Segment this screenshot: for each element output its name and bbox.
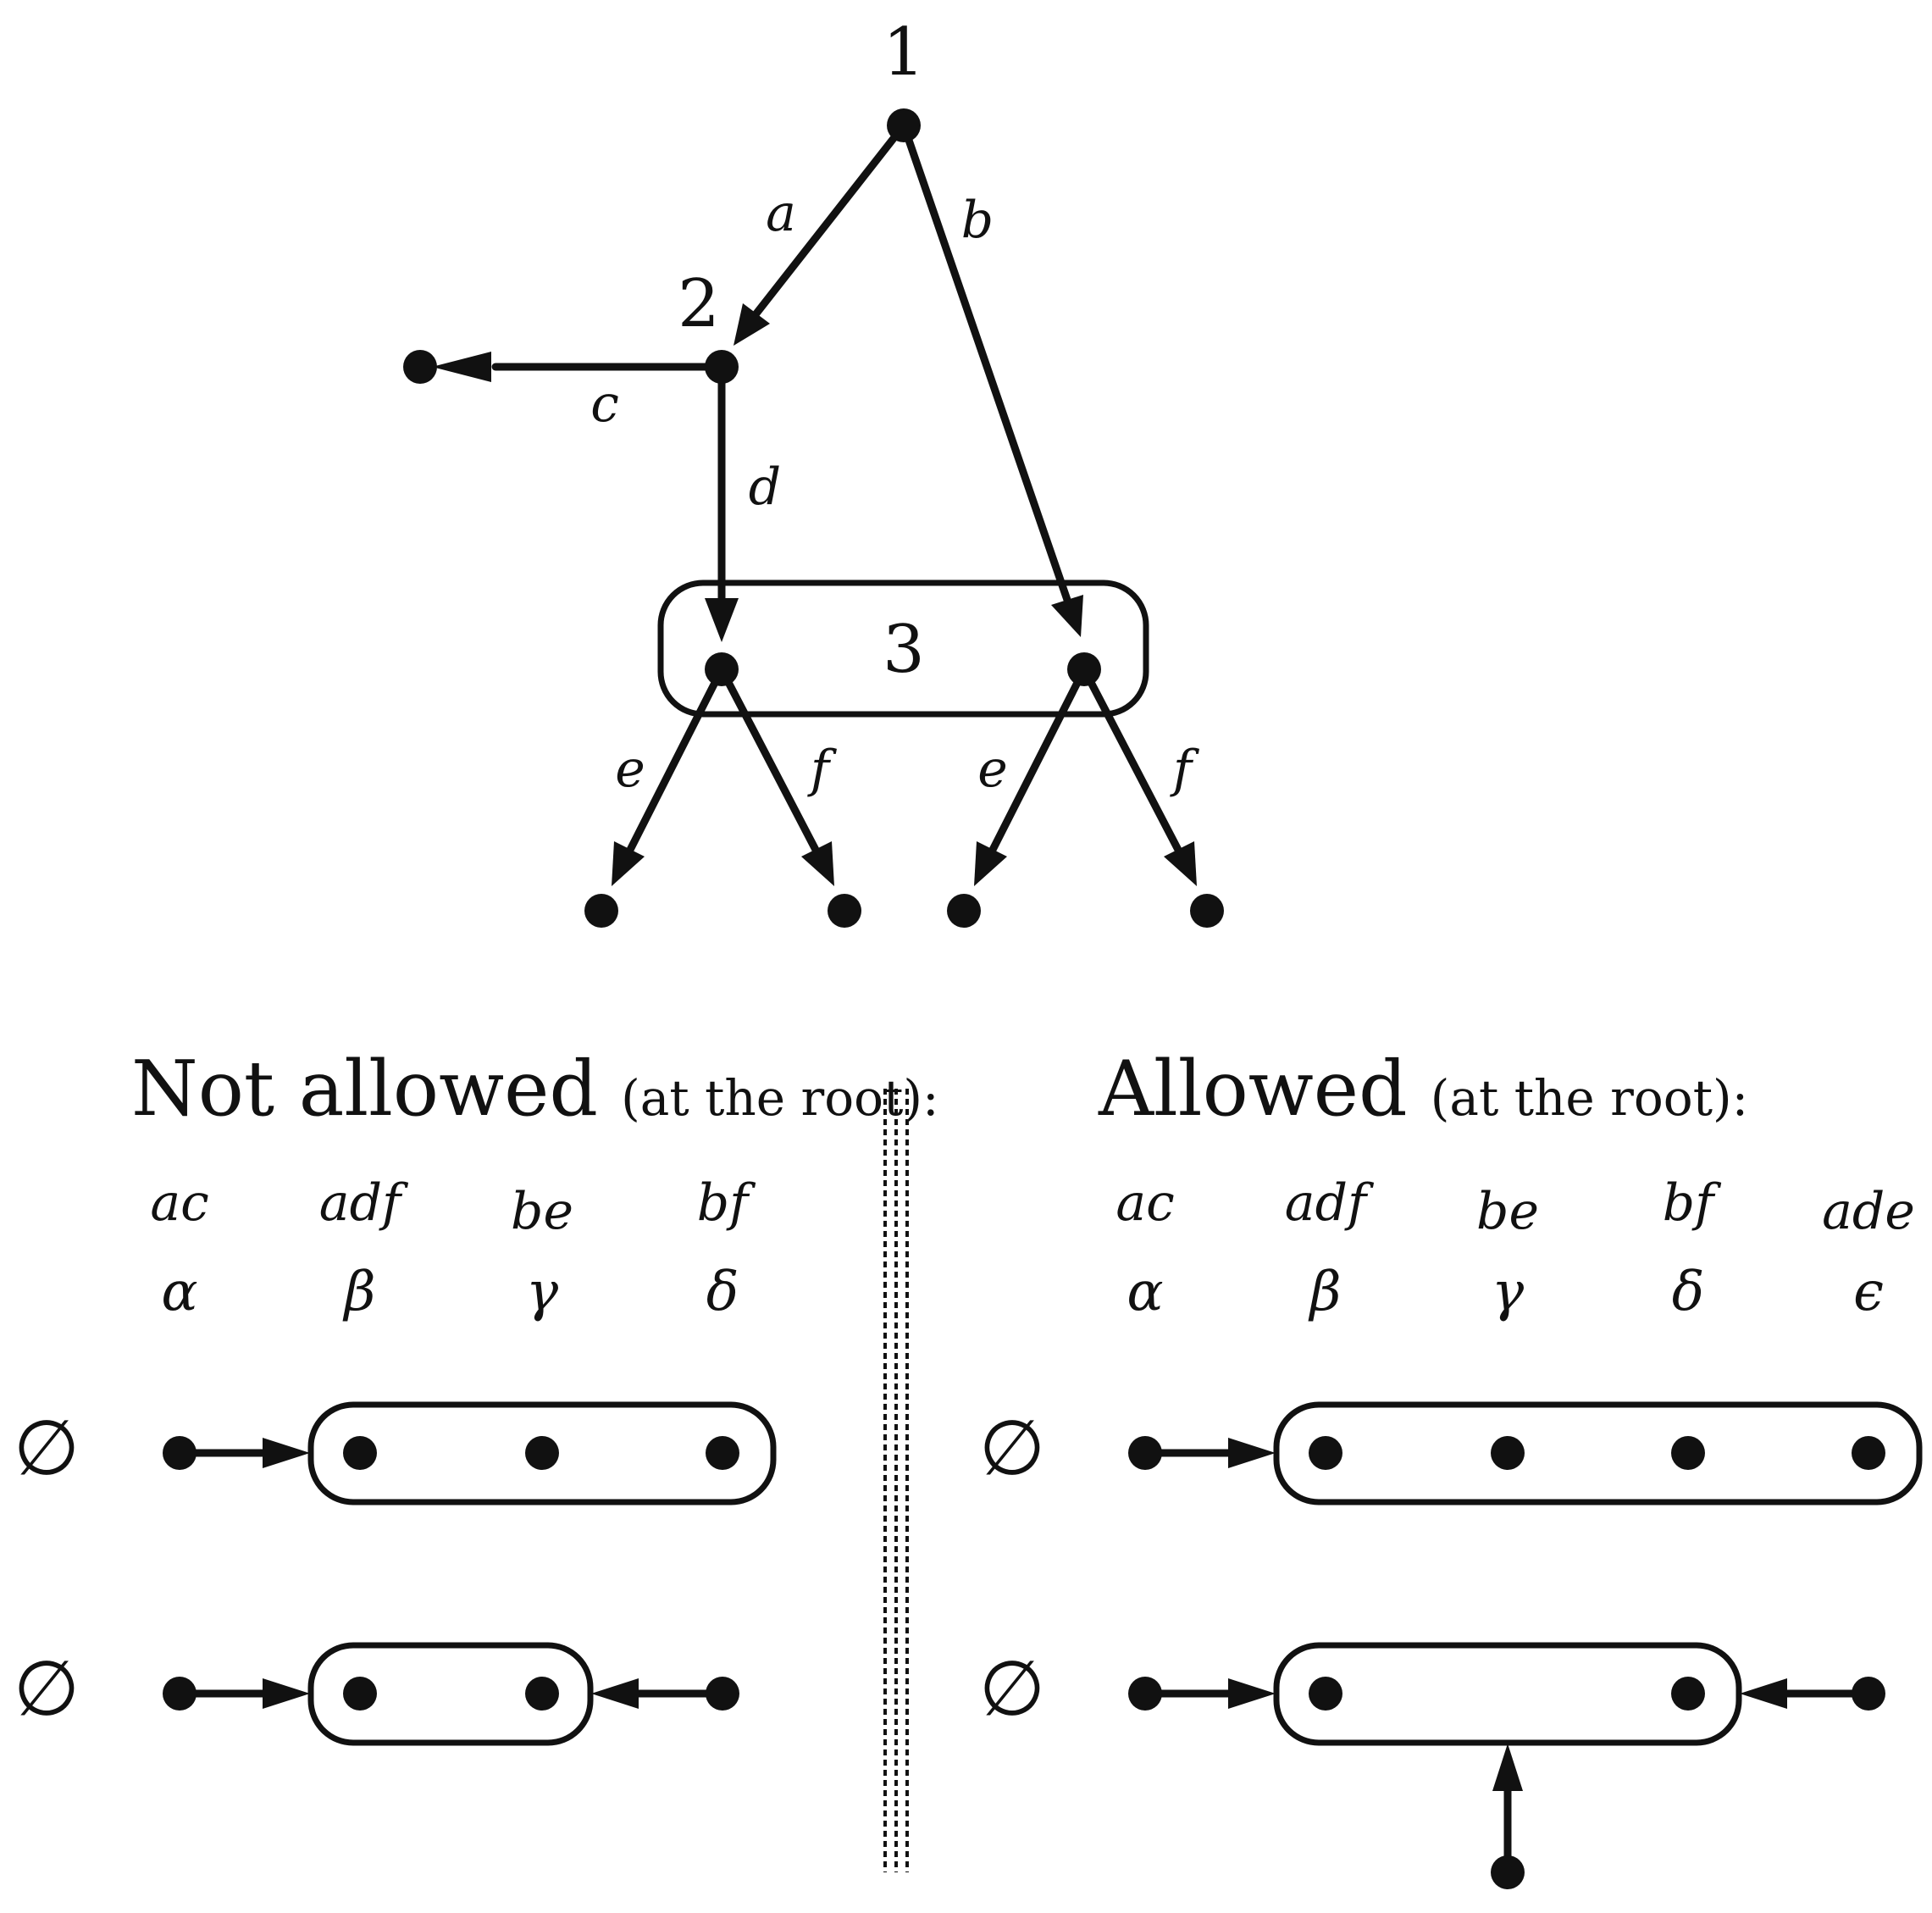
node-terminal-2 [828, 894, 861, 928]
node-dot [1309, 1436, 1342, 1470]
node-dot [1128, 1677, 1162, 1711]
edge-f-left-arrowhead [801, 841, 834, 886]
heading-not-allowed-main: Not allowed [131, 1045, 598, 1134]
panel-divider [883, 1089, 909, 1872]
edge-label-f-left: f [807, 740, 838, 799]
edge-label-a: a [766, 184, 796, 243]
node-3-right [1067, 652, 1101, 686]
greek-label: δ [706, 1261, 739, 1323]
edge-e-right [988, 665, 1088, 856]
greek-label: α [1127, 1261, 1163, 1323]
heading-allowed: Allowed (at the root): [1098, 1045, 1748, 1134]
greek-label: β [1309, 1261, 1342, 1323]
node-dot [1309, 1677, 1342, 1711]
edge-label-e-right: e [977, 740, 1008, 799]
heading-allowed-main: Allowed [1098, 1045, 1408, 1134]
node-terminal-1 [584, 894, 618, 928]
edge-b-arrowhead [1051, 595, 1083, 637]
edge-label-d: d [749, 457, 781, 517]
arrowhead [1740, 1678, 1787, 1709]
heading-not-allowed-sub: (at the root): [621, 1069, 938, 1127]
seq-label: ac [1115, 1173, 1174, 1233]
node-dot [525, 1436, 559, 1470]
node-3-left [705, 652, 739, 686]
greek-label: δ [1672, 1261, 1705, 1323]
node-terminal-c [403, 350, 437, 384]
edge-e-left-arrowhead [612, 841, 645, 886]
edge-label-f-right: f [1170, 740, 1200, 799]
greek-label: ϵ [1853, 1261, 1884, 1323]
seq-label: adf [319, 1173, 409, 1233]
seq-label: ade [1822, 1182, 1915, 1241]
panel-allowed: Allowed (at the root): ac adf be bf ade … [979, 1045, 1923, 1889]
node-label-3: 3 [883, 612, 925, 688]
node-dot [1671, 1677, 1705, 1711]
node-terminal-4 [1190, 894, 1224, 928]
node-dot [706, 1677, 739, 1711]
edge-label-c: c [590, 374, 619, 434]
panel-not-allowed: Not allowed (at the root): ac adf be bf … [14, 1045, 939, 1746]
node-dot [1671, 1436, 1705, 1470]
node-dot [163, 1436, 197, 1470]
edge-e-right-arrowhead [974, 841, 1007, 886]
seq-label: ac [150, 1173, 208, 1233]
node-dot [1491, 1436, 1525, 1470]
greek-label: β [343, 1261, 376, 1323]
edge-label-b: b [961, 191, 994, 250]
seq-label: bf [1663, 1173, 1722, 1233]
seq-label: adf [1285, 1173, 1375, 1233]
node-label-1: 1 [883, 14, 925, 91]
node-label-2: 2 [678, 266, 720, 342]
empty-set-symbol: ∅ [14, 1644, 80, 1733]
edge-a [752, 121, 908, 318]
node-dot [1852, 1677, 1885, 1711]
bracket-box [307, 1642, 594, 1746]
node-dot [1852, 1436, 1885, 1470]
edge-c-arrowhead [432, 352, 491, 382]
arrowhead [263, 1678, 310, 1709]
edge-d-arrowhead [705, 598, 739, 642]
bracket-box [307, 1401, 777, 1505]
edge-label-e-left: e [615, 740, 645, 799]
seq-label: bf [697, 1173, 756, 1233]
arrowhead [1228, 1438, 1276, 1468]
empty-set-symbol: ∅ [979, 1644, 1045, 1733]
node-root [887, 108, 921, 142]
edge-b [900, 121, 1071, 604]
node-dot [343, 1436, 377, 1470]
empty-set-symbol: ∅ [14, 1404, 80, 1493]
seq-label: be [511, 1182, 573, 1241]
node-dot [163, 1677, 197, 1711]
empty-set-symbol: ∅ [979, 1404, 1045, 1493]
game-tree: 1 2 3 a b c d e f e f [403, 14, 1224, 928]
seq-label: be [1476, 1182, 1539, 1241]
edge-f-right [1080, 665, 1183, 856]
heading-allowed-sub: (at the root): [1431, 1069, 1748, 1127]
bracket-box [1273, 1642, 1742, 1746]
node-dot [1128, 1436, 1162, 1470]
heading-not-allowed: Not allowed (at the root): [131, 1045, 939, 1134]
node-dot [525, 1677, 559, 1711]
information-set-3 [657, 579, 1149, 718]
node-dot [1491, 1855, 1525, 1889]
arrowhead [263, 1438, 310, 1468]
arrowhead [591, 1678, 639, 1709]
arrowhead [1492, 1744, 1523, 1791]
node-dot [706, 1436, 739, 1470]
node-dot [343, 1677, 377, 1711]
greek-label: γ [1492, 1261, 1525, 1323]
bracket-box [1273, 1401, 1923, 1505]
greek-label: α [161, 1261, 197, 1323]
arrowhead [1228, 1678, 1276, 1709]
node-terminal-3 [947, 894, 981, 928]
edge-a-arrowhead [733, 303, 770, 346]
node-2 [705, 350, 739, 384]
edge-e-left [625, 665, 726, 856]
edge-f-right-arrowhead [1164, 841, 1197, 886]
greek-label: γ [526, 1261, 559, 1323]
edge-f-left [717, 665, 821, 856]
